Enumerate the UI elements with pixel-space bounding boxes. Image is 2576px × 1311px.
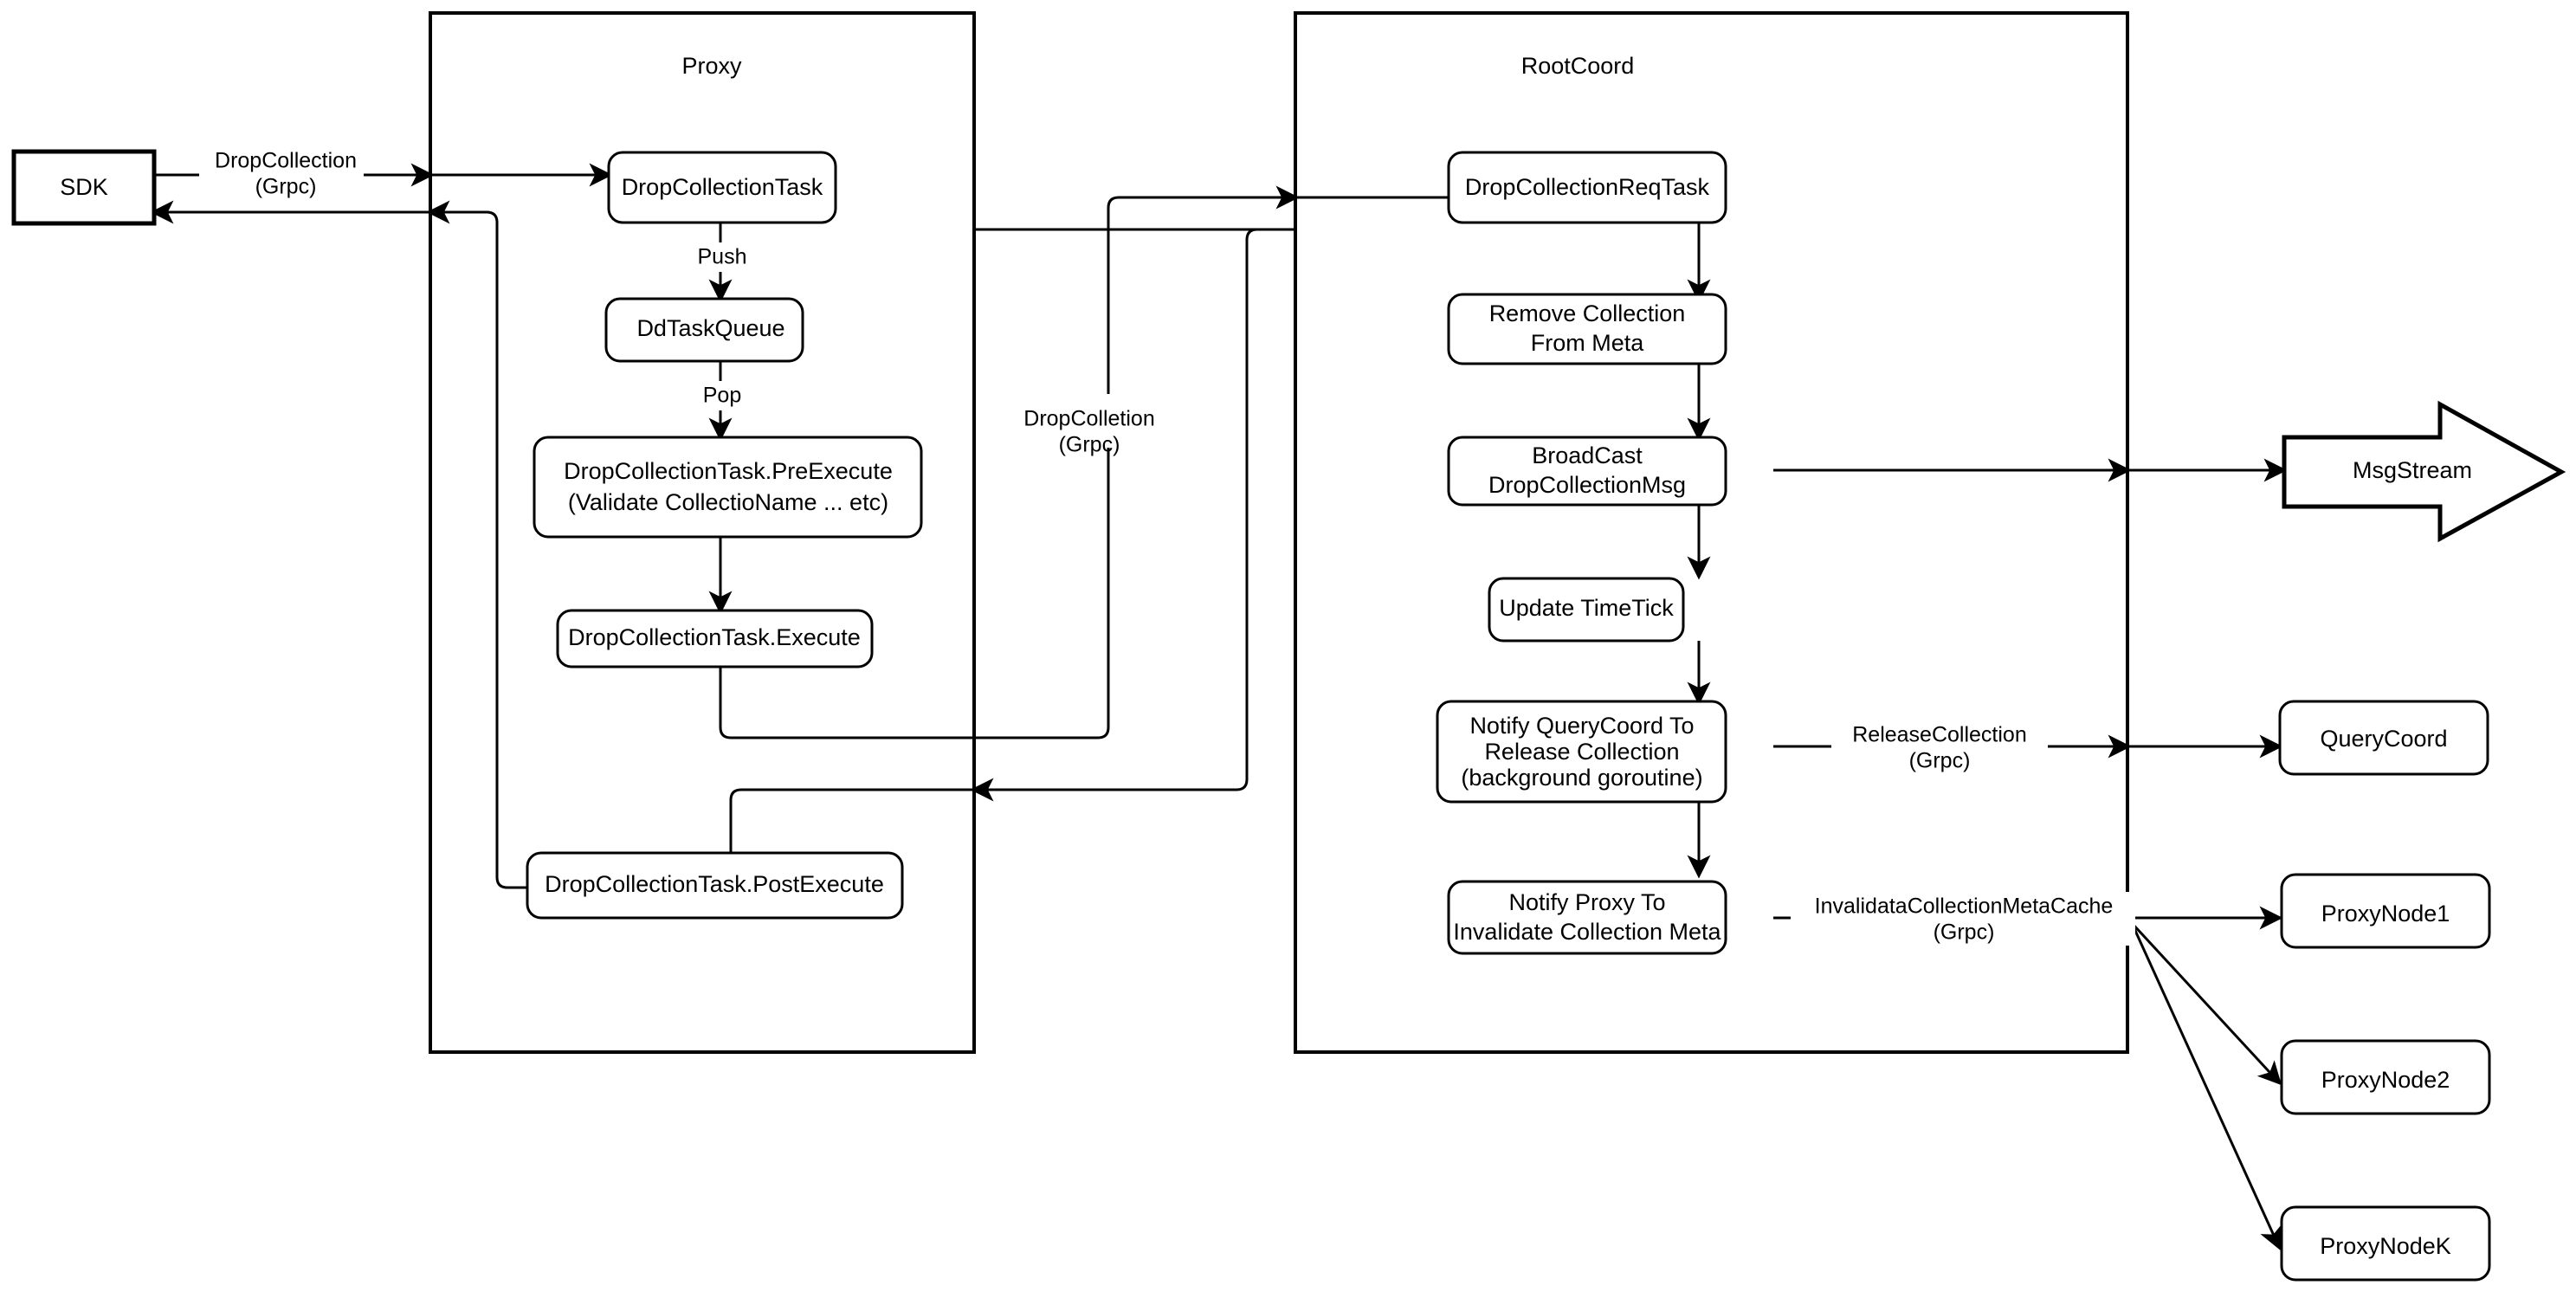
release-collection-label-bg [1831, 720, 2048, 774]
proxynode2-box[interactable] [2280, 1039, 2491, 1115]
node-dd-task-queue[interactable]: DdTaskQueue [604, 297, 804, 363]
notify-querycoord-label-line3: (background goroutine) [1461, 765, 1702, 791]
edge-rootcoord-to-post-execute [719, 228, 1295, 882]
querycoord-box[interactable] [2278, 700, 2489, 776]
proxynodek-box[interactable] [2280, 1205, 2491, 1282]
push-label: Push [698, 245, 747, 269]
proxynode1-label: ProxyNode1 [2321, 901, 2450, 927]
post-execute-box[interactable] [526, 851, 904, 920]
sdk-to-proxy-label-line1: DropCollection [215, 149, 357, 173]
remove-collection-label-line1: Remove Collection [1489, 300, 1686, 326]
edge-post-execute-to-sdk [150, 200, 532, 889]
proxynode2-label: ProxyNode2 [2321, 1067, 2450, 1093]
notify-querycoord-label-line1: Notify QueryCoord To [1469, 713, 1694, 739]
node-proxynode1[interactable]: ProxyNode1 [2280, 873, 2491, 949]
node-remove-collection-from-meta[interactable]: Remove Collection From Meta [1447, 293, 1727, 365]
pre-execute-box[interactable] [533, 436, 923, 539]
drop-collection-req-task-label: DropCollectionReqTask [1465, 174, 1710, 200]
proxynode1-box[interactable] [2280, 873, 2491, 949]
edge-label-proxy-to-rootcoord: DropColletion (Grpc) [1023, 394, 1191, 457]
edge-label-invalidate-cache: InvalidataCollectionMetaCache (Grpc) [1791, 892, 2135, 946]
container-rootcoord: RootCoord [1294, 11, 2129, 1054]
push-label-bg [688, 242, 756, 272]
proxy-to-rootcoord-label-line2: (Grpc) [1059, 433, 1120, 457]
sdk-box[interactable] [11, 149, 157, 226]
dd-task-queue-box[interactable] [604, 297, 804, 363]
rootcoord-container-border [1294, 11, 2129, 1054]
node-drop-collection-req-task[interactable]: DropCollectionReqTask [1447, 151, 1727, 224]
broadcast-label-line2: DropCollectionMsg [1488, 472, 1686, 498]
node-execute[interactable]: DropCollectionTask.Execute [556, 609, 874, 668]
node-pre-execute[interactable]: DropCollectionTask.PreExecute (Validate … [533, 436, 923, 539]
post-execute-label: DropCollectionTask.PostExecute [545, 871, 884, 897]
pre-execute-label-line2: (Validate CollectioName ... etc) [568, 489, 888, 515]
drop-collection-req-task-box[interactable] [1447, 151, 1727, 224]
edge-boundary-to-proxynode2 [2130, 921, 2282, 1086]
node-querycoord[interactable]: QueryCoord [2278, 700, 2489, 776]
node-notify-querycoord[interactable]: Notify QueryCoord To Release Collection … [1436, 700, 1727, 804]
execute-box[interactable] [556, 609, 874, 668]
update-timetick-label: Update TimeTick [1499, 595, 1674, 621]
querycoord-label: QueryCoord [2320, 726, 2447, 752]
notify-querycoord-label-line2: Release Collection [1484, 739, 1679, 765]
node-broadcast-drop-collection-msg[interactable]: BroadCast DropCollectionMsg [1447, 436, 1727, 507]
node-update-timetick[interactable]: Update TimeTick [1488, 577, 1685, 643]
rootcoord-container-label: RootCoord [1521, 53, 1635, 79]
node-drop-collection-task[interactable]: DropCollectionTask [607, 151, 837, 224]
release-collection-label-line1: ReleaseCollection [1852, 723, 2027, 747]
container-proxy: Proxy [429, 11, 976, 1054]
node-proxynodek[interactable]: ProxyNodeK [2280, 1205, 2491, 1282]
broadcast-drop-collection-msg-box[interactable] [1447, 436, 1727, 507]
pop-label: Pop [703, 384, 741, 408]
broadcast-label-line1: BroadCast [1532, 442, 1643, 468]
msgstream-label: MsgStream [2353, 457, 2472, 483]
pre-execute-label-line1: DropCollectionTask.PreExecute [564, 458, 893, 484]
edge-boundary-to-proxynodek [2130, 922, 2282, 1251]
remove-collection-label-line2: From Meta [1531, 330, 1645, 356]
node-proxynode2[interactable]: ProxyNode2 [2280, 1039, 2491, 1115]
proxy-container-border [429, 11, 976, 1054]
notify-querycoord-box[interactable] [1436, 700, 1727, 804]
sdk-to-proxy-label-line2: (Grpc) [255, 175, 317, 199]
remove-collection-from-meta-box[interactable] [1447, 293, 1727, 365]
drop-collection-task-box[interactable] [607, 151, 837, 224]
edge-label-release-collection: ReleaseCollection (Grpc) [1831, 720, 2048, 774]
node-post-execute[interactable]: DropCollectionTask.PostExecute [526, 851, 904, 920]
dd-task-queue-label: DdTaskQueue [636, 315, 784, 341]
node-notify-proxy[interactable]: Notify Proxy To Invalidate Collection Me… [1447, 880, 1727, 955]
edge-execute-to-rootcoord [719, 185, 1300, 739]
node-sdk[interactable]: SDK [11, 149, 157, 226]
edge-label-push: Push [688, 242, 756, 272]
invalidate-cache-label-line2: (Grpc) [1934, 920, 1995, 945]
release-collection-label-line2: (Grpc) [1909, 749, 1971, 773]
update-timetick-box[interactable] [1488, 577, 1685, 643]
msgstream-arrow-shape[interactable] [2282, 400, 2566, 543]
proxy-to-rootcoord-label-line1: DropColletion [1023, 407, 1154, 431]
edge-label-sdk-to-proxy: DropCollection (Grpc) [199, 149, 364, 203]
proxy-container-label: Proxy [681, 53, 742, 79]
invalidate-cache-label-bg [1791, 892, 2135, 946]
proxynodek-label: ProxyNodeK [2320, 1233, 2451, 1259]
notify-proxy-label-line2: Invalidate Collection Meta [1453, 919, 1721, 945]
invalidate-cache-label-line1: InvalidataCollectionMetaCache [1815, 894, 2114, 919]
notify-proxy-box[interactable] [1447, 880, 1727, 955]
sdk-label: SDK [60, 174, 108, 200]
edge-label-pop: Pop [691, 381, 753, 410]
sdk-to-proxy-label-bg [199, 149, 364, 203]
drop-collection-task-label: DropCollectionTask [622, 174, 823, 200]
node-msgstream[interactable]: MsgStream [2282, 400, 2566, 543]
pop-label-bg [691, 381, 753, 410]
notify-proxy-label-line1: Notify Proxy To [1508, 889, 1665, 915]
execute-label: DropCollectionTask.Execute [568, 624, 861, 650]
proxy-to-rootcoord-label-bg [1026, 394, 1191, 448]
